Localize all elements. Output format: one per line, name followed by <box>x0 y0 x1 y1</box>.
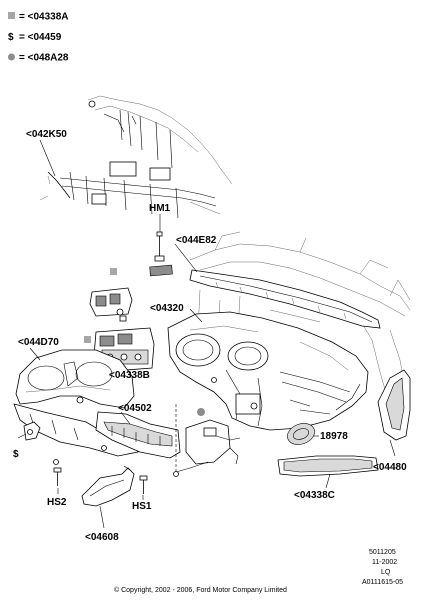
end-cap-illustration <box>377 369 411 441</box>
footer: 5011205 11-2002 LQ A0111615-05 © Copyrig… <box>114 549 403 594</box>
legend-dollar-icon: $ <box>8 32 14 43</box>
leader-04608 <box>99 505 105 529</box>
callout-04502: <04502 <box>118 403 152 414</box>
callout-042K50: <042K50 <box>26 129 67 140</box>
leader-04320 <box>189 308 203 323</box>
callout-044D70: <044D70 <box>18 337 59 348</box>
callout-04338C: <04338C <box>294 490 335 501</box>
leader-04502 <box>120 411 131 425</box>
cross-car-beam-illustration <box>39 95 233 219</box>
speaker-grille-illustration <box>287 423 315 445</box>
cluster-finish-panel-illustration <box>15 349 135 409</box>
legend-item-1: = <04338A <box>19 12 69 23</box>
knee-bolster-illustration <box>81 465 135 507</box>
legend-item-3: = <048A28 <box>19 53 69 64</box>
footer-code-4: A0111615-05 <box>362 579 403 586</box>
callout-dollar: $ <box>13 449 19 460</box>
callout-04480: <04480 <box>373 462 407 473</box>
instrument-panel-illustration <box>167 311 369 431</box>
callout-HS1: HS1 <box>132 501 152 512</box>
callout-HS2: HS2 <box>47 497 67 508</box>
callout-18978: 18978 <box>320 431 348 442</box>
footer-copyright: © Copyright, 2002 - 2006, Ford Motor Com… <box>114 586 287 594</box>
part-marker-dot-icon <box>197 408 205 416</box>
part-marker-square-icon <box>110 268 117 275</box>
legend-item-2: = <04459 <box>19 32 62 43</box>
callout-HM1: HM1 <box>149 203 171 214</box>
screw-hs1-illustration <box>139 475 148 494</box>
switch-module-illustration <box>89 268 133 322</box>
stud-hm1-illustration <box>149 231 173 277</box>
body-structure-illustration <box>189 231 411 401</box>
part-marker-square-icon-2 <box>84 336 91 343</box>
footer-code-3: LQ <box>381 569 391 576</box>
footer-code-1: 5011205 <box>369 549 396 556</box>
screw-hs2-illustration <box>53 467 62 486</box>
footer-code-2: 11-2002 <box>372 559 397 566</box>
glove-box-illustration <box>173 404 241 477</box>
legend: = <04338A $ = <04459 = <048A28 <box>8 12 69 64</box>
leader-04338C <box>325 473 331 489</box>
clip-illustration <box>17 421 41 441</box>
leader-042K50 <box>39 139 56 177</box>
callout-04608: <04608 <box>85 532 119 543</box>
leader-044E82 <box>174 243 198 273</box>
leader-044D70 <box>29 347 41 361</box>
leader-04480 <box>389 439 396 457</box>
callout-04320: <04320 <box>150 303 184 314</box>
callout-044E82: <044E82 <box>176 235 217 246</box>
finish-strip-illustration <box>277 455 379 477</box>
lower-trim-panel-illustration <box>13 396 181 465</box>
callout-04338B: <04338B <box>109 370 150 381</box>
legend-square-icon <box>8 12 15 19</box>
legend-dot-icon <box>8 53 15 61</box>
